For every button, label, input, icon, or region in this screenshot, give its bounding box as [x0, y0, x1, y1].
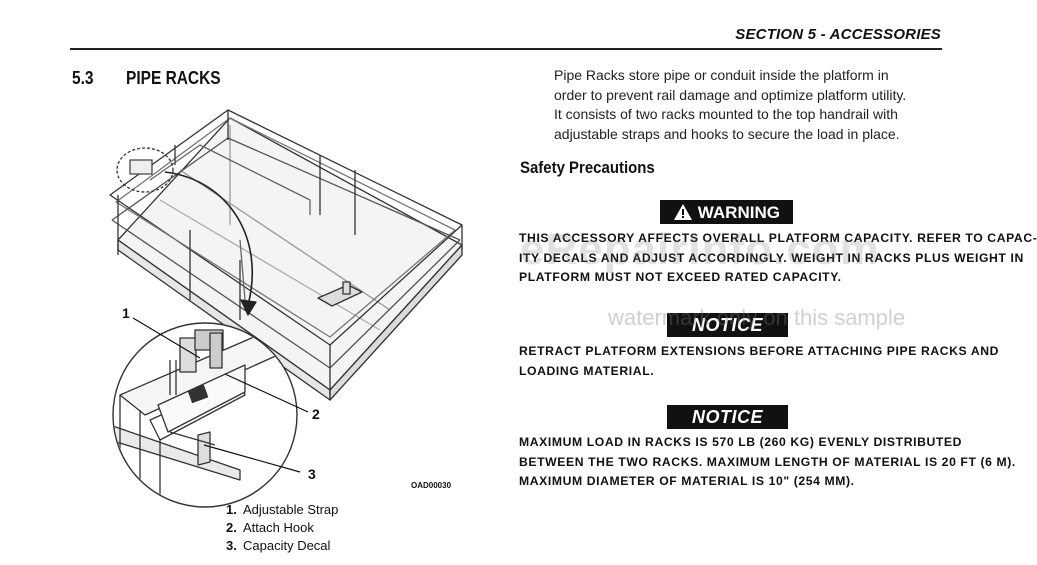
- figure-legend: 1.Adjustable Strap 2.Attach Hook 3.Capac…: [226, 501, 338, 555]
- pipe-rack-illustration: [109, 109, 463, 508]
- callout-2: 2: [312, 406, 320, 422]
- figure-code: OAD00030: [411, 481, 452, 490]
- header-rule: [70, 48, 942, 50]
- notice-text: RETRACT PLATFORM EXTENSIONS BEFORE ATTAC…: [519, 344, 1000, 378]
- warning-text: THIS ACCESSORY AFFECTS OVERALL PLATFORM …: [519, 231, 1037, 284]
- legend-item: 3.Capacity Decal: [226, 538, 331, 553]
- warning-triangle-icon: [674, 204, 693, 220]
- legend-item: 2.Attach Hook: [226, 520, 314, 535]
- warning-banner: WARNING: [660, 200, 793, 224]
- legend-item: 1.Adjustable Strap: [226, 502, 339, 517]
- intro-line: order to prevent rail damage and optimiz…: [554, 86, 907, 103]
- intro-line: adjustable straps and hooks to secure th…: [554, 125, 900, 142]
- capacity-decal: [187, 384, 209, 404]
- section-title: PIPE RACKS: [126, 68, 221, 88]
- section-header: SECTION 5 - ACCESSORIES: [735, 26, 941, 43]
- callout-3: 3: [308, 466, 316, 482]
- callout-1: 1: [122, 305, 130, 321]
- notice-banner: NOTICE: [667, 405, 788, 429]
- notice-banner: NOTICE: [667, 313, 788, 337]
- intro-line: It consists of two racks mounted to the …: [554, 106, 898, 122]
- notice-text: MAXIMUM LOAD IN RACKS IS 570 LB (260 KG)…: [519, 435, 1016, 488]
- watermark-text: watermark only on this sample: [608, 305, 906, 330]
- intro-line: Pipe Racks store pipe or conduit inside …: [554, 67, 889, 83]
- section-number: 5.3: [72, 68, 94, 88]
- detail-callout-circle: [116, 147, 174, 193]
- watermark-brand: eRepairInfo.com: [520, 225, 880, 274]
- pipe-rack-mount: [317, 281, 363, 307]
- safety-heading: Safety Precautions: [520, 158, 655, 177]
- zoom-arrow: [164, 171, 253, 306]
- adjustable-strap: [179, 337, 197, 373]
- intro-paragraph: Pipe Racks store pipe or conduit inside …: [554, 66, 954, 144]
